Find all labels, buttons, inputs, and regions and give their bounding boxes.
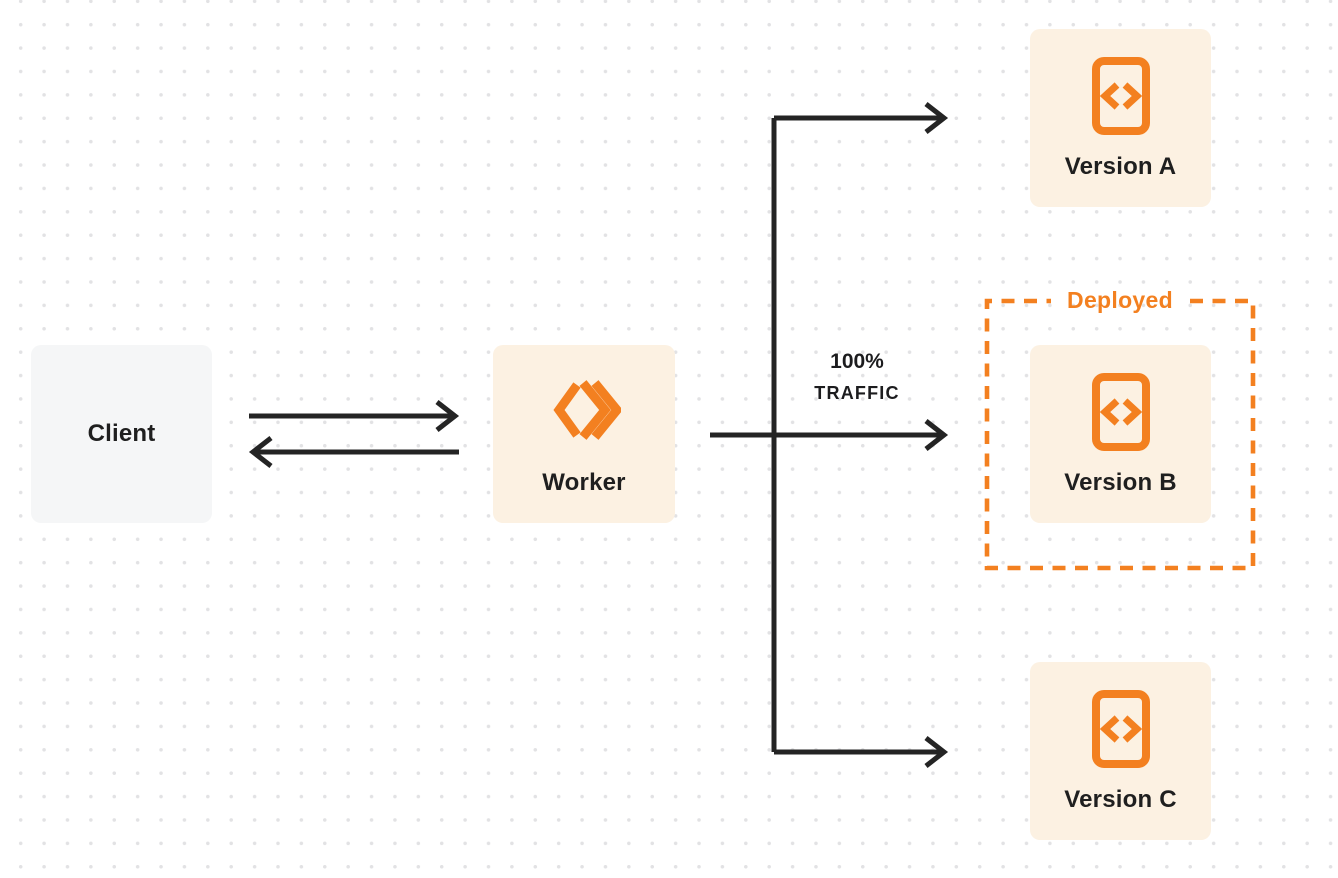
version-b-label: Version B [1064, 469, 1177, 496]
cloudflare-workers-logo-icon [547, 373, 623, 447]
version-c-label: Version C [1064, 786, 1177, 813]
worker-to-client-arrow [248, 436, 459, 468]
worker-node: Worker [493, 345, 675, 523]
client-node: Client [31, 345, 212, 523]
code-file-icon [1091, 690, 1150, 768]
worker-to-version-c-arrow [774, 736, 949, 768]
worker-label: Worker [542, 469, 626, 496]
client-label: Client [87, 420, 156, 447]
deployed-label: Deployed [1067, 286, 1173, 313]
version-a-label: Version A [1064, 153, 1177, 180]
code-file-icon [1091, 373, 1150, 451]
version-c-node: Version C [1030, 662, 1211, 840]
traffic-word-text: TRAFFIC [814, 383, 900, 403]
version-b-node: Version B [1030, 345, 1211, 523]
version-a-node: Version A [1030, 29, 1211, 207]
traffic-label: 100% TRAFFIC [786, 351, 928, 402]
client-to-worker-arrow [249, 400, 460, 432]
worker-to-version-a-arrow [774, 102, 949, 134]
traffic-percent-text: 100% [830, 350, 884, 373]
deployed-boundary [984, 298, 1256, 571]
worker-to-version-b-arrow [710, 419, 949, 451]
code-file-icon [1091, 57, 1150, 135]
